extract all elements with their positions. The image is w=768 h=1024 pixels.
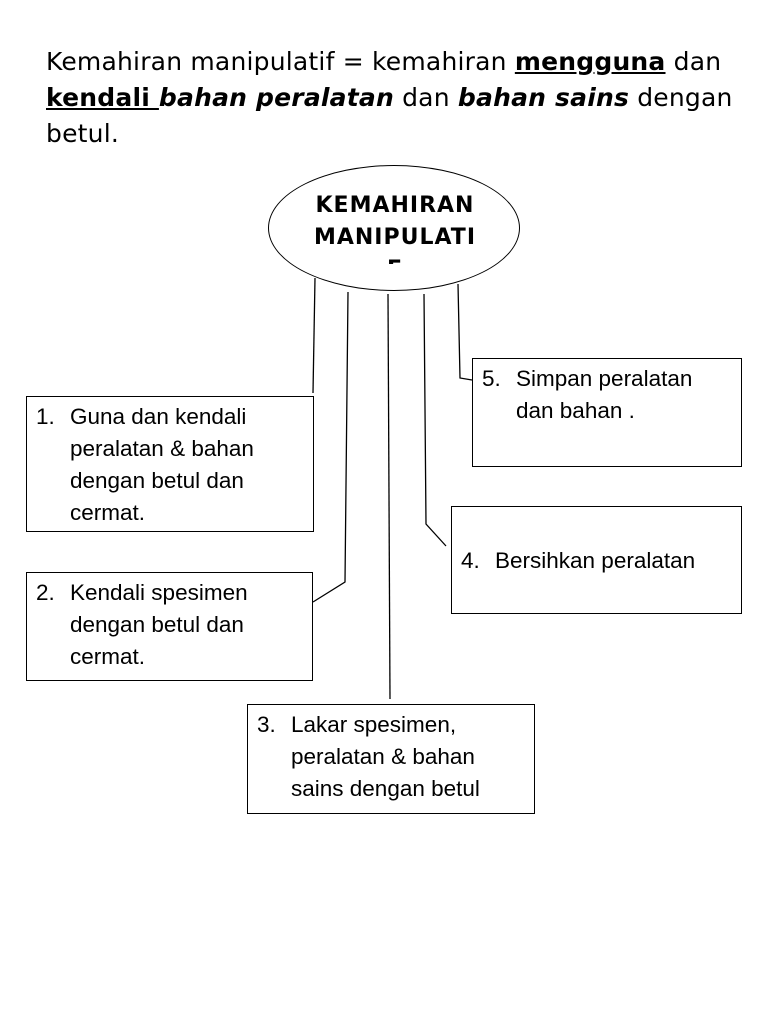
skill-box-2: 2. Kendali spesimen dengan betul dan cer… xyxy=(26,572,313,681)
connector-2 xyxy=(312,291,349,603)
skill-number-1: 1. xyxy=(36,404,55,429)
skill-text-2: Kendali spesimen dengan betul dan cermat… xyxy=(70,580,248,669)
skill-box-3: 3. Lakar spesimen, peralatan & bahan sai… xyxy=(247,704,535,814)
connector-4 xyxy=(423,293,447,547)
intro-term-bahan-sains: bahan sains xyxy=(457,83,630,112)
intro-text-3: dan xyxy=(393,83,458,112)
intro-text-2: dan xyxy=(665,47,722,76)
skill-box-4: 4. Bersihkan peralatan xyxy=(451,506,742,614)
intro-term-bahan-peralatan: bahan peralatan xyxy=(158,83,394,112)
connector-5 xyxy=(457,283,473,381)
skill-text-1: Guna dan kendali peralatan & bahan denga… xyxy=(70,404,254,525)
skill-number-5: 5. xyxy=(482,366,501,391)
skill-box-5: 5. Simpan peralatan dan bahan . xyxy=(472,358,742,467)
intro-term-mengguna: mengguna xyxy=(514,47,666,76)
connector-1 xyxy=(312,277,316,394)
skill-number-2: 2. xyxy=(36,580,55,605)
intro-term-kendali: kendali xyxy=(46,83,159,112)
intro-text-4: dengan betul. xyxy=(46,83,733,148)
skill-text-3: Lakar spesimen, peralatan & bahan sains … xyxy=(291,712,480,801)
skill-box-1: 1. Guna dan kendali peralatan & bahan de… xyxy=(26,396,314,532)
intro-text-1: Kemahiran manipulatif = kemahiran xyxy=(46,47,515,76)
skill-number-4: 4. xyxy=(461,548,480,573)
hub-title: KEMAHIRAN MANIPULATIF xyxy=(313,193,477,264)
skill-text-4: Bersihkan peralatan xyxy=(495,548,696,573)
intro-statement: Kemahiran manipulatif = kemahiran menggu… xyxy=(46,44,746,152)
skill-number-3: 3. xyxy=(257,712,276,737)
hub-ellipse: KEMAHIRAN MANIPULATIF xyxy=(268,165,520,291)
connector-3 xyxy=(387,293,391,700)
skill-text-5: Simpan peralatan dan bahan . xyxy=(516,366,693,423)
